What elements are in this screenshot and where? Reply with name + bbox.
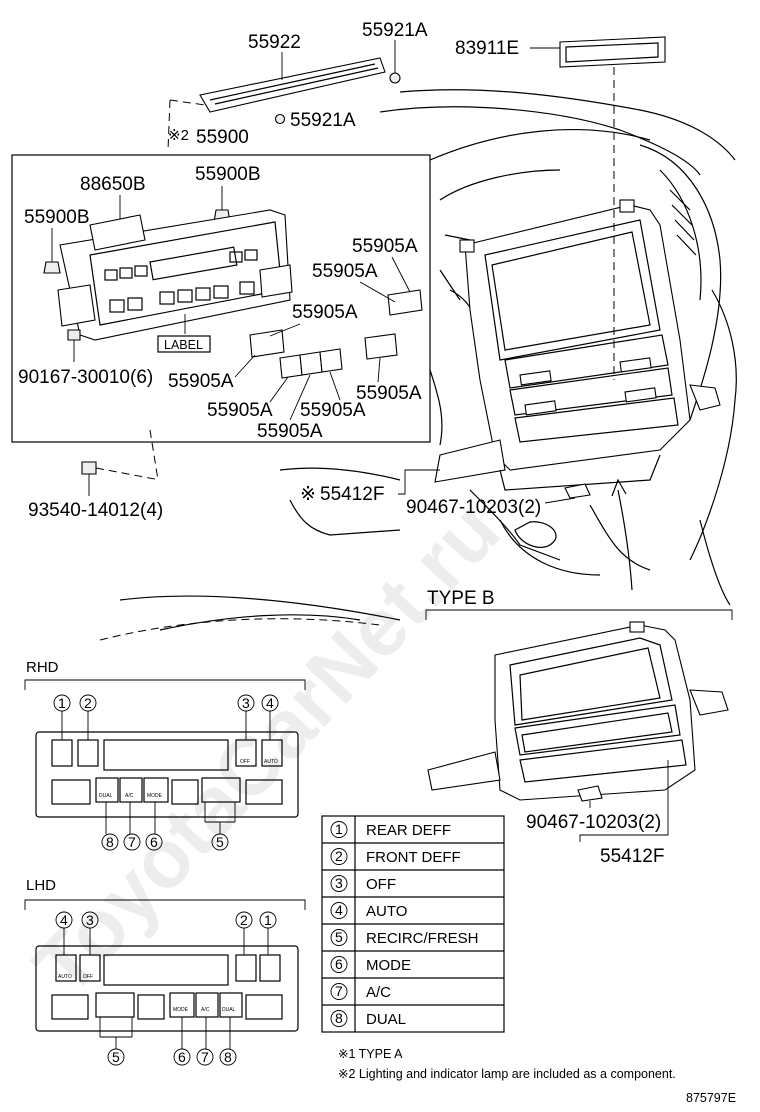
legend-num-1: 1 bbox=[335, 821, 343, 837]
lhd-callout-2: 2 bbox=[240, 912, 248, 928]
label-55905a-8: 55905A bbox=[257, 421, 323, 442]
label-90467-b: 90467-10203(2) bbox=[526, 812, 661, 833]
note-1: ※1 TYPE A bbox=[338, 1047, 403, 1061]
label-55900: 55900 bbox=[196, 127, 249, 148]
lhd-bottom-callouts: 5 6 7 8 bbox=[99, 1017, 237, 1066]
lhd-control-panel: AUTO OFF MODE A/C DUAL bbox=[35, 945, 299, 1032]
lhd-callout-5: 5 bbox=[112, 1049, 120, 1065]
rhd-title: RHD bbox=[26, 659, 59, 676]
type-b-bezel bbox=[427, 621, 729, 801]
lhd-btn-off: OFF bbox=[83, 974, 93, 980]
clip-90467-top bbox=[564, 483, 591, 499]
climate-control-unit bbox=[57, 209, 293, 341]
label-55900-mark: ※2 bbox=[168, 127, 189, 144]
legend-num-3: 3 bbox=[335, 875, 343, 891]
legend-text-2: FRONT DEFF bbox=[366, 849, 461, 866]
panel-83911e bbox=[559, 36, 666, 68]
legend-table: 1 REAR DEFF 2 FRONT DEFF 3 OFF 4 AUTO 5 … bbox=[321, 815, 505, 1033]
label-55905a-1: 55905A bbox=[352, 236, 418, 257]
label-55905a-6: 55905A bbox=[207, 400, 273, 421]
lhd-callout-3: 3 bbox=[86, 912, 94, 928]
label-55412f-b: 55412F bbox=[600, 846, 664, 867]
clip-55900b-left bbox=[43, 261, 61, 274]
legend-text-7: A/C bbox=[366, 984, 391, 1001]
lhd-callout-6: 6 bbox=[178, 1049, 186, 1065]
rhd-callout-5: 5 bbox=[216, 834, 224, 850]
label-tag-text: LABEL bbox=[164, 338, 203, 352]
lhd-btn-auto: AUTO bbox=[58, 974, 72, 980]
legend-num-4: 4 bbox=[335, 902, 343, 918]
screw-90167 bbox=[67, 329, 81, 341]
rhd-btn-mode: MODE bbox=[147, 793, 163, 799]
label-55905a-2: 55905A bbox=[312, 261, 378, 282]
rhd-callout-7: 7 bbox=[128, 834, 136, 850]
label-55905a-5: 55905A bbox=[356, 383, 422, 404]
label-93540: 93540-14012(4) bbox=[28, 500, 163, 521]
legend-text-3: OFF bbox=[366, 876, 396, 893]
rhd-callout-3: 3 bbox=[242, 695, 250, 711]
note-2: ※2 Lighting and indicator lamp are inclu… bbox=[338, 1067, 676, 1081]
label-55900b-left: 55900B bbox=[24, 207, 90, 228]
lhd-btn-ac: A/C bbox=[201, 1007, 210, 1013]
top-strip-55922 bbox=[199, 57, 386, 113]
label-55921a-mid: 55921A bbox=[290, 110, 356, 131]
legend-text-4: AUTO bbox=[366, 903, 407, 920]
rhd-control-panel: AUTO OFF DUAL A/C MODE bbox=[35, 731, 299, 818]
box-55900-assembly bbox=[11, 154, 431, 443]
label-55905a-3: 55905A bbox=[292, 302, 358, 323]
label-55922: 55922 bbox=[248, 32, 301, 53]
label-90167: 90167-30010(6) bbox=[18, 367, 153, 388]
label-55905a-4: 55905A bbox=[168, 371, 234, 392]
rhd-callout-6: 6 bbox=[150, 834, 158, 850]
rhd-btn-auto: AUTO bbox=[264, 759, 278, 765]
label-type-b: TYPE B bbox=[427, 588, 495, 609]
rhd-btn-ac: A/C bbox=[125, 793, 134, 799]
lhd-callout-4: 4 bbox=[60, 912, 68, 928]
legend-num-7: 7 bbox=[335, 983, 343, 999]
diagram-code: 875797E bbox=[686, 1091, 736, 1105]
legend-text-8: DUAL bbox=[366, 1011, 406, 1028]
rhd-bottom-callouts: 8 7 6 5 bbox=[101, 802, 236, 851]
lhd-btn-mode: MODE bbox=[173, 1007, 189, 1013]
knobs-55905a bbox=[249, 289, 423, 379]
legend-num-2: 2 bbox=[335, 848, 343, 864]
rhd-btn-off: OFF bbox=[240, 759, 250, 765]
label-55921a-top: 55921A bbox=[362, 20, 428, 41]
label-55412f-mark: ※ bbox=[300, 484, 316, 505]
dashboard-outline bbox=[99, 89, 737, 641]
rhd-btn-dual: DUAL bbox=[99, 793, 113, 799]
lhd-title: LHD bbox=[26, 877, 56, 894]
lhd-callout-1: 1 bbox=[264, 912, 272, 928]
label-90467-top: 90467-10203(2) bbox=[406, 497, 541, 518]
rhd-top-callouts: 1 2 3 4 bbox=[53, 694, 279, 740]
lhd-btn-dual: DUAL bbox=[222, 1007, 236, 1013]
label-55900b-right: 55900B bbox=[195, 164, 261, 185]
lhd-callout-7: 7 bbox=[201, 1049, 209, 1065]
rhd-callout-2: 2 bbox=[84, 695, 92, 711]
center-bezel-55412f bbox=[434, 199, 721, 491]
label-55905a-7: 55905A bbox=[300, 400, 366, 421]
rhd-callout-1: 1 bbox=[58, 695, 66, 711]
clip-55921a-mid bbox=[274, 113, 286, 125]
rhd-callout-8: 8 bbox=[106, 834, 114, 850]
legend-text-5: RECIRC/FRESH bbox=[366, 930, 479, 947]
clip-55921a-top bbox=[389, 72, 401, 84]
label-55412f-top: 55412F bbox=[320, 484, 384, 505]
label-83911e: 83911E bbox=[455, 38, 519, 59]
legend-text-1: REAR DEFF bbox=[366, 822, 451, 839]
lhd-callout-8: 8 bbox=[224, 1049, 232, 1065]
clip-90467-b bbox=[577, 785, 603, 802]
legend-text-6: MODE bbox=[366, 957, 411, 974]
rhd-callout-4: 4 bbox=[266, 695, 274, 711]
screw-93540 bbox=[81, 461, 97, 475]
legend-num-8: 8 bbox=[335, 1010, 343, 1026]
label-88650b: 88650B bbox=[80, 174, 146, 195]
lhd-top-callouts: 4 3 2 1 bbox=[55, 911, 277, 955]
legend-num-5: 5 bbox=[335, 929, 343, 945]
legend-num-6: 6 bbox=[335, 956, 343, 972]
